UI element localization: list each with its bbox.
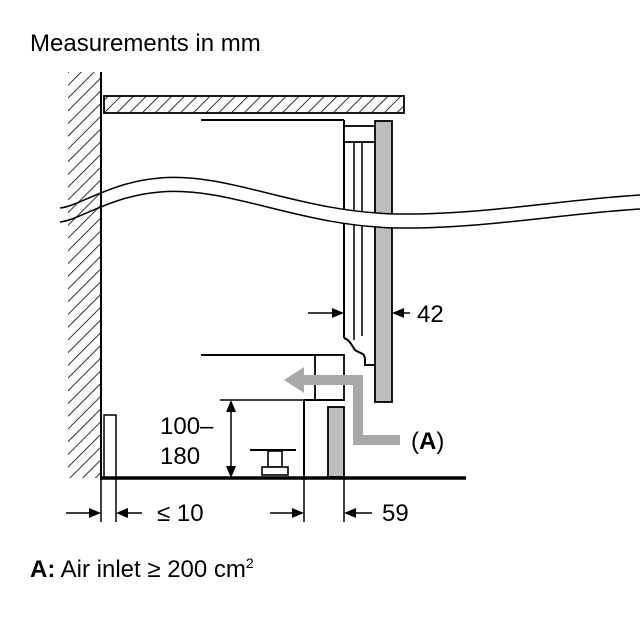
adjustable-foot <box>250 449 296 476</box>
break-line-bottom <box>59 190 640 229</box>
diagram-title: Measurements in mm <box>30 30 261 57</box>
dim-wall-gap-label: ≤ 10 <box>157 500 204 527</box>
callout-a: (A) <box>411 428 444 455</box>
ceiling-slab <box>103 95 405 114</box>
callout-open-paren: ( <box>411 428 419 455</box>
dim-plinth-depth: 59 <box>270 500 409 527</box>
legend-key: A: <box>30 556 55 583</box>
callout-close-paren: ) <box>436 428 444 455</box>
legend-text: Air inlet ≥ 200 cm <box>61 556 246 583</box>
svg-text:A: Air inlet ≥ 200 cm2: A: Air inlet ≥ 200 cm2 <box>30 555 254 583</box>
dim-panel-gap: 42 <box>308 301 444 328</box>
airflow-arrow-icon <box>284 367 400 445</box>
lower-section <box>201 191 393 403</box>
break-line-top <box>59 176 640 215</box>
dim-plinth-height: 100– 180 <box>160 400 236 478</box>
dim-wall-gap: ≤ 10 <box>66 500 204 527</box>
wall-spacer <box>103 414 117 479</box>
plinth-panel <box>327 406 345 478</box>
upper-section <box>201 119 393 215</box>
dim-panel-gap-label: 42 <box>417 301 444 328</box>
dim-plinth-height-line2: 180 <box>160 443 200 470</box>
door-panel-lower <box>374 191 393 403</box>
legend-superscript: 2 <box>246 555 254 571</box>
svg-text:(A): (A) <box>411 428 444 455</box>
dim-plinth-depth-label: 59 <box>382 500 409 527</box>
wall <box>68 72 102 478</box>
callout-letter: A <box>419 428 436 455</box>
legend: A: Air inlet ≥ 200 cm2 <box>30 555 254 583</box>
dim-plinth-height-line1: 100– <box>160 413 214 440</box>
door-panel-upper <box>374 120 393 215</box>
